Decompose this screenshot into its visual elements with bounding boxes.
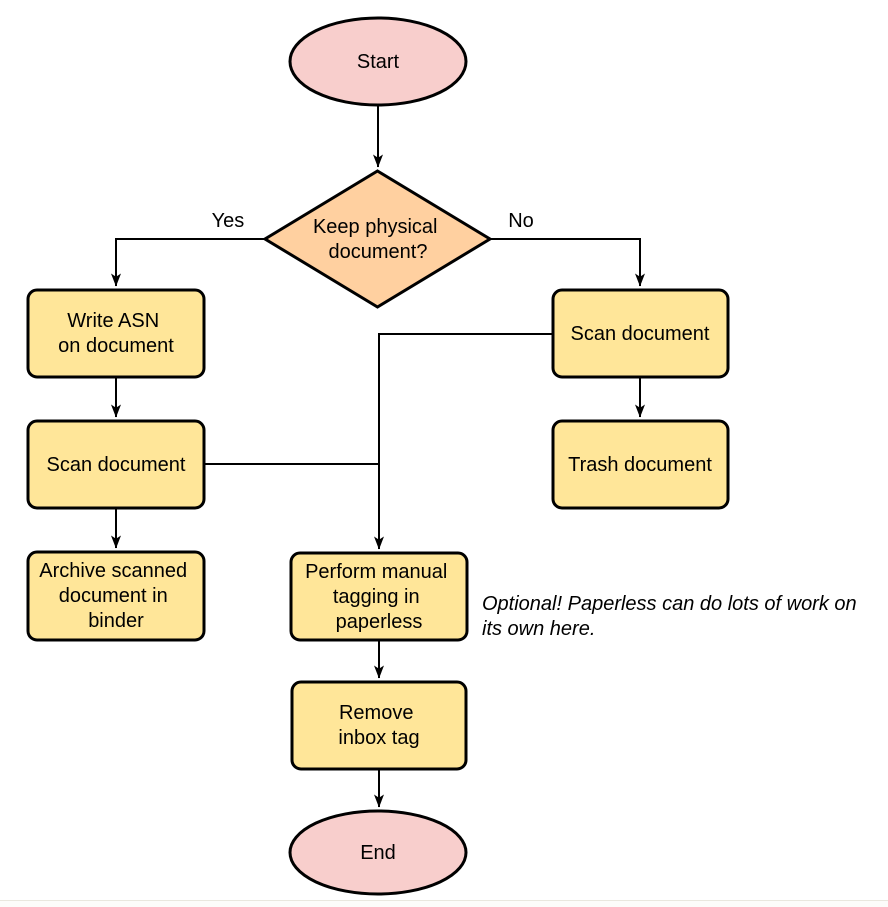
tagging-label: Perform manual tagging in paperless [305,561,453,633]
write-asn-label: Write ASN on document [58,310,174,357]
edge-decision-no-to-scan-right [490,238,645,287]
end-label: End [360,842,396,864]
archive-process-shape [26,550,206,642]
start-terminator-shape [288,16,468,107]
scan-right-label: Scan document [571,323,710,345]
edges: Yes No [111,106,645,808]
node-write-asn: Write ASN on document [26,288,206,379]
decision-label: Keep physical document? [313,216,443,263]
archive-label: Archive scanned document in binder [39,560,192,632]
start-label: Start [357,51,400,73]
node-start: Start [288,16,468,107]
tagging-process-shape [289,551,469,642]
node-end: End [288,809,468,896]
scan-left-process-shape [26,419,206,510]
node-trash: Trash document [551,419,730,510]
scan-right-process-shape [551,288,730,379]
trash-process-shape [551,419,730,510]
edge-label-yes: Yes [212,210,245,232]
remove-inbox-process-shape [290,680,468,771]
node-scan-left: Scan document [26,419,206,510]
node-remove-inbox: Remove inbox tag [290,680,468,771]
edge-decision-yes-to-write-asn [111,238,265,287]
remove-inbox-label: Remove inbox tag [338,702,419,749]
node-scan-right: Scan document [551,288,730,379]
page-bottom-rule [0,900,888,907]
decision-diamond-shape [262,169,493,309]
node-tagging: Perform manual tagging in paperless [289,551,469,642]
edge-scan-right-to-tagging [374,333,553,550]
write-asn-process-shape [26,288,206,379]
node-decision-keep-physical: Keep physical document? [262,169,493,309]
trash-label: Trash document [568,454,712,476]
scan-left-label: Scan document [47,454,186,476]
annotation-optional-note: Optional! Paperless can do lots of work … [482,593,862,640]
edge-label-no: No [508,210,534,232]
end-terminator-shape [288,809,468,896]
node-archive: Archive scanned document in binder [26,550,206,642]
